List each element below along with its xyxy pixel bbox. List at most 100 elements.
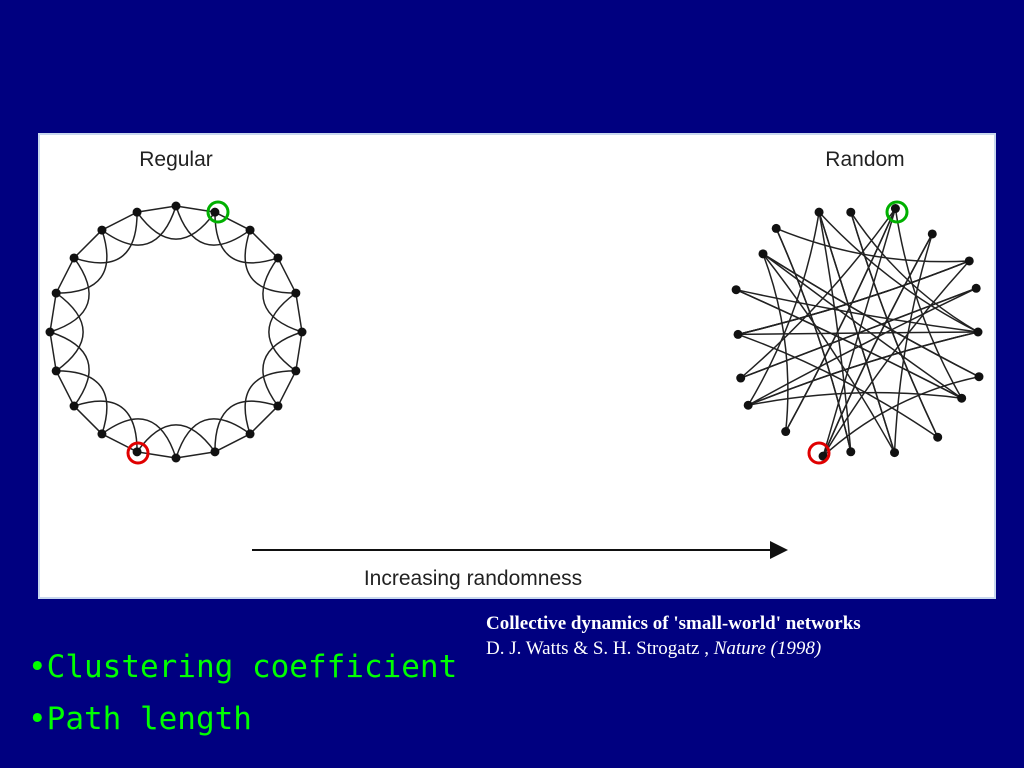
network-node (291, 366, 301, 376)
network-node (69, 401, 79, 411)
network-node (964, 256, 974, 266)
loop-edge (175, 418, 251, 459)
random-edge (762, 253, 896, 453)
ring-edge (249, 229, 279, 259)
loop-edge (136, 424, 216, 453)
random-edge (737, 333, 939, 438)
loop-edge (101, 418, 177, 459)
loop-edge (244, 370, 296, 435)
network-node (291, 288, 301, 298)
loop-edge (49, 331, 90, 407)
ring-edge (214, 211, 251, 231)
network-node (971, 283, 981, 293)
network-node (846, 207, 856, 217)
loop-edge (56, 229, 108, 294)
network-node (97, 429, 107, 439)
ring-edge (49, 292, 57, 333)
network-node (733, 329, 743, 339)
network-node (927, 229, 937, 239)
random-edge (740, 287, 977, 379)
random-label: Random (825, 148, 904, 171)
ring-edge (136, 205, 177, 213)
network-node (890, 204, 900, 214)
random-edge (822, 376, 980, 457)
random-edge (894, 208, 963, 399)
network-node (51, 366, 61, 376)
random-edge (818, 211, 979, 333)
random-edge (818, 211, 896, 453)
network-node (245, 429, 255, 439)
loop-edge (214, 400, 279, 452)
network-node (171, 453, 181, 463)
network-node (771, 223, 781, 233)
random-edge (748, 391, 962, 406)
citation-journal: Nature (1998) (713, 638, 822, 659)
ring-edge (73, 229, 103, 259)
network-node (736, 373, 746, 383)
regular-end-node-highlight (206, 200, 230, 224)
random-edge (747, 331, 979, 406)
network-node (273, 401, 283, 411)
network-node (974, 372, 984, 382)
network-node (210, 207, 220, 217)
loop-edge (101, 205, 177, 246)
random-edge (735, 289, 963, 399)
random-edge (737, 260, 970, 336)
random-edge (893, 233, 933, 453)
network-node (731, 285, 741, 295)
network-node (69, 253, 79, 263)
network-node (273, 253, 283, 263)
network-node (973, 327, 983, 337)
loop-edge (49, 257, 90, 333)
network-node (210, 447, 220, 457)
random-edge (775, 228, 852, 452)
ring-edge (249, 405, 279, 435)
ring-edge (73, 405, 103, 435)
random-edge (785, 208, 897, 432)
network-node (758, 249, 768, 259)
random-edge (735, 288, 979, 333)
citation-title: Collective dynamics of 'small-world' net… (486, 613, 861, 634)
network-node (132, 447, 142, 457)
random-edge (762, 253, 963, 399)
ring-edge (55, 370, 75, 407)
network-node (890, 448, 900, 458)
network-node (933, 432, 943, 442)
network-node (814, 207, 824, 217)
ring-edge (277, 257, 297, 294)
random-end-node-highlight (885, 200, 909, 224)
network-node (171, 201, 181, 211)
ring-edge (49, 331, 57, 372)
random-edge (762, 253, 980, 378)
random-edge (775, 227, 970, 263)
loop-edge (175, 205, 251, 246)
ring-edge (101, 433, 138, 453)
loop-edge (244, 229, 296, 294)
network-node (45, 327, 55, 337)
random-edge (850, 211, 939, 438)
citation: Collective dynamics of 'small-world' net… (486, 611, 861, 661)
network-figure: Regular Random Increasing randomness (45, 148, 984, 590)
ring-edge (295, 331, 303, 372)
loop-edge (56, 370, 108, 435)
network-node (846, 447, 856, 457)
random-network (731, 204, 984, 461)
ring-edge (214, 433, 251, 453)
loop-edge (262, 331, 303, 407)
network-node (743, 400, 753, 410)
loop-edge (73, 212, 138, 264)
network-node (297, 327, 307, 337)
loop-edge (73, 400, 138, 452)
network-node (132, 207, 142, 217)
regular-label: Regular (139, 148, 213, 171)
loop-edge (214, 212, 279, 264)
network-node (97, 225, 107, 235)
loop-edge (262, 257, 303, 333)
ring-edge (55, 257, 75, 294)
ring-edge (295, 292, 303, 333)
bullet-clustering-coefficient: •Clustering coefficient (28, 649, 458, 685)
network-node (51, 288, 61, 298)
random-edge (747, 212, 820, 406)
network-node (781, 427, 791, 437)
network-node (245, 225, 255, 235)
